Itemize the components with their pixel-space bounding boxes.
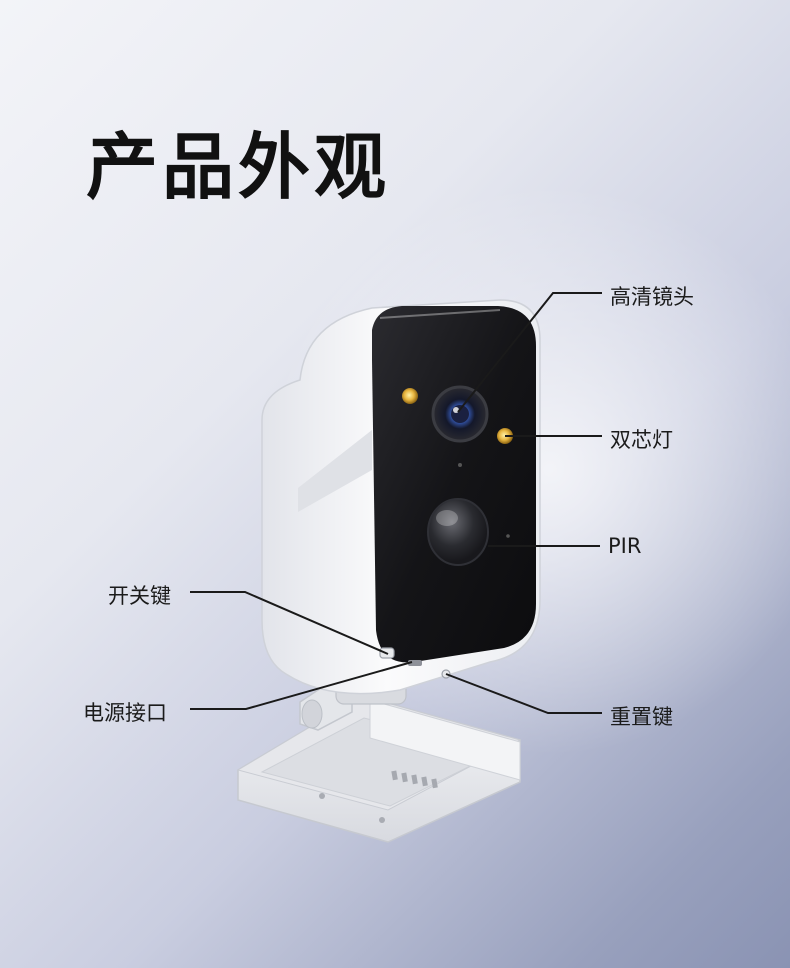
lens-pupil-icon bbox=[451, 405, 469, 423]
page-title: 产品外观 bbox=[86, 125, 391, 209]
callout-line-lens bbox=[457, 292, 602, 413]
pir-sensor-icon bbox=[427, 498, 489, 566]
pir-sensor-highlight bbox=[436, 510, 458, 526]
label-pir: PIR bbox=[608, 534, 642, 558]
camera-housing bbox=[261, 299, 541, 695]
label-power-button: 开关键 bbox=[108, 584, 171, 608]
label-dual-light: 双芯灯 bbox=[610, 428, 673, 452]
mounting-base bbox=[236, 695, 522, 843]
microphone-icon bbox=[458, 463, 462, 467]
callout-line-power-port bbox=[190, 661, 413, 710]
callout-line-reset-button bbox=[445, 673, 602, 714]
label-power-port: 电源接口 bbox=[83, 701, 167, 725]
callout-line-power-button bbox=[190, 591, 389, 655]
label-lens: 高清镜头 bbox=[610, 285, 694, 309]
led-light-icon bbox=[402, 388, 418, 404]
sensor-dot-icon bbox=[506, 534, 510, 538]
lens-highlight-icon bbox=[453, 407, 459, 413]
label-reset-button: 重置键 bbox=[610, 705, 673, 729]
